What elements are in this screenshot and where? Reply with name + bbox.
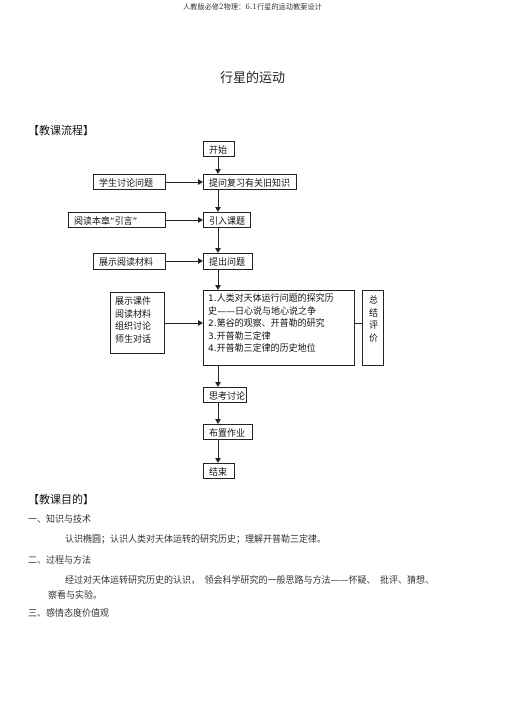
connector-line <box>218 190 219 207</box>
connector-line <box>218 366 219 382</box>
summary-char: 结 <box>369 308 379 319</box>
arrow-right-icon <box>198 179 203 185</box>
flow-review-label: 提问复习有关旧知识 <box>209 178 291 189</box>
flow-end-box: 结束 <box>203 463 235 479</box>
left-read-label: 阅读本章“引言” <box>74 216 138 227</box>
arrow-down-icon <box>215 169 221 174</box>
connector-line <box>166 220 198 221</box>
content-line: 史——日心说与地心说之争 <box>208 306 317 317</box>
connector-line <box>166 182 198 183</box>
page-title: 行星的运动 <box>219 71 285 86</box>
flow-homework-box: 布置作业 <box>203 424 253 440</box>
arrow-down-icon <box>215 419 221 424</box>
connector-line <box>218 403 219 419</box>
right-summary-box: 总 结 评 价 <box>362 290 384 366</box>
arrow-down-icon <box>215 207 221 212</box>
connector-line <box>218 440 219 458</box>
left-activity-item: 组织讨论 <box>115 322 152 332</box>
page-header: 人教版必修2物理：6.1行星的运动教案设计 <box>183 3 322 11</box>
flow-end-label: 结束 <box>209 467 228 478</box>
objective-text: 察看与实验。 <box>48 591 103 601</box>
arrow-down-icon <box>215 382 221 387</box>
left-read-box: 阅读本章“引言” <box>68 212 166 228</box>
flow-content-box: 1.人类对天体运行问题的探究历 史——日心说与地心说之争 2.第谷的观察、开普勒… <box>203 290 355 366</box>
left-activity-item: 阅读材料 <box>115 309 152 320</box>
flow-homework-label: 布置作业 <box>209 428 246 439</box>
arrow-down-icon <box>215 248 221 253</box>
section-heading-objectives: 【教课目的】 <box>28 493 94 506</box>
left-show-box: 展示阅读材料 <box>93 253 166 270</box>
content-line: 4.开普勒三定律的历史地位 <box>208 344 316 354</box>
left-activity-item: 展示课件 <box>115 297 152 307</box>
connector-line <box>218 157 219 169</box>
flow-review-box: 提问复习有关旧知识 <box>203 174 297 190</box>
flow-intro-box: 引入课题 <box>203 212 251 228</box>
flow-think-box: 思考讨论 <box>203 387 247 403</box>
flow-question-label: 提出问题 <box>209 258 246 268</box>
left-activity-item: 师生对话 <box>115 334 152 345</box>
flow-question-box: 提出问题 <box>203 253 253 270</box>
arrow-right-icon <box>198 217 203 223</box>
connector-line <box>218 270 219 285</box>
arrow-down-icon <box>215 458 221 463</box>
arrow-right-icon <box>198 258 203 264</box>
objective-heading: 二、过程与方法 <box>28 556 92 566</box>
connector-line <box>218 228 219 248</box>
flow-think-label: 思考讨论 <box>209 391 246 402</box>
connector-line <box>165 323 198 324</box>
content-line: 3.开普勒三定律 <box>208 331 271 342</box>
summary-char: 总 <box>369 296 379 306</box>
left-discuss-box: 学生讨论问题 <box>93 174 166 190</box>
summary-char: 评 <box>369 321 379 331</box>
connector-line <box>166 261 198 262</box>
connector-line <box>355 323 362 324</box>
objective-heading: 一、知识与技术 <box>28 515 92 525</box>
flow-start-box: 开始 <box>203 141 235 157</box>
summary-char: 价 <box>369 333 379 344</box>
objective-text: 认识椭圆；认识人类对天体运转的研究历史；理解开普勒三定律。 <box>65 535 327 545</box>
objective-heading: 三、感情态度价值观 <box>28 609 110 619</box>
section-heading-flow: 【教课流程】 <box>28 124 94 137</box>
objective-text: 经过对天体运转研究历史的认识， 领会科学研究的一般思路与方法——怀疑、 批评、猜… <box>65 576 435 586</box>
content-line: 1.人类对天体运行问题的探究历 <box>208 294 334 304</box>
left-discuss-label: 学生讨论问题 <box>99 178 154 189</box>
arrow-right-icon <box>198 320 203 326</box>
arrow-down-icon <box>215 285 221 290</box>
flow-start-label: 开始 <box>209 145 228 156</box>
left-show-label: 展示阅读材料 <box>99 258 154 268</box>
content-line: 2.第谷的观察、开普勒的研究 <box>208 319 325 329</box>
flow-intro-label: 引入课题 <box>209 216 246 227</box>
left-activity-box: 展示课件 阅读材料 组织讨论 师生对话 <box>110 292 165 354</box>
